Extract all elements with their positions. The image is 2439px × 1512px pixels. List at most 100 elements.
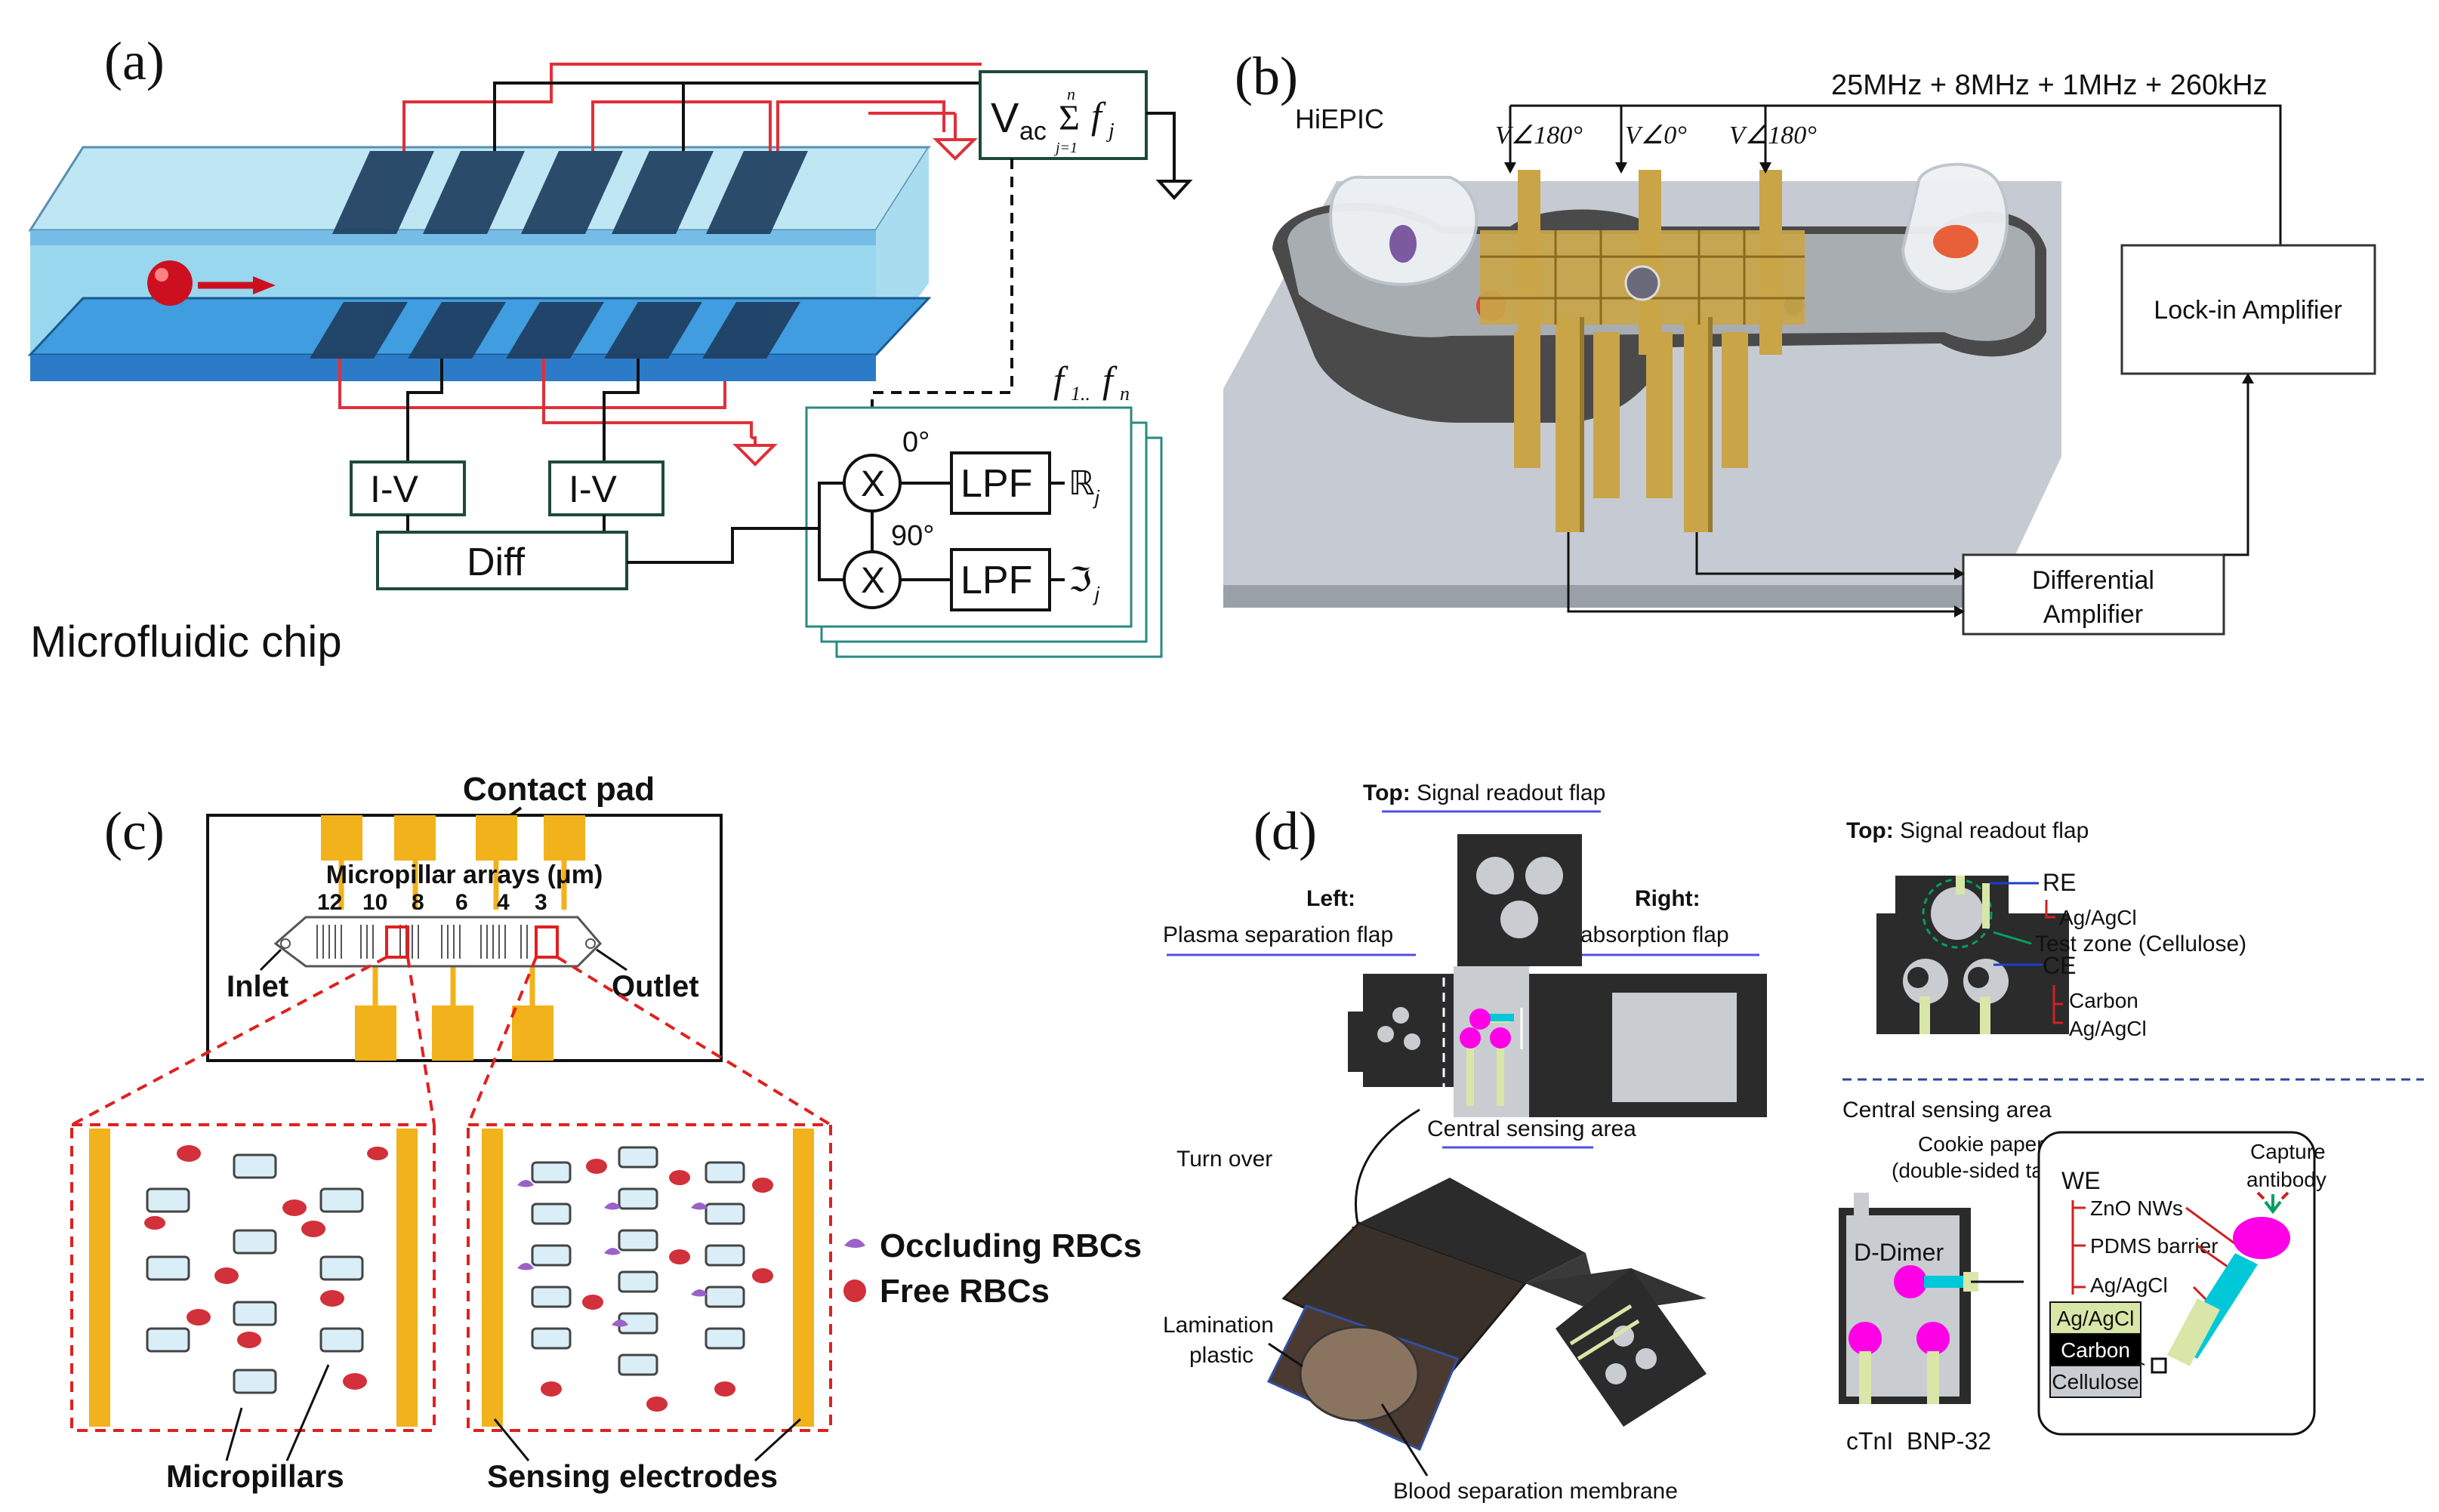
flow-arrow-head bbox=[253, 276, 276, 294]
layer-cellulose bbox=[2049, 1365, 2141, 1398]
capture-label-1: Capture bbox=[2250, 1140, 2326, 1163]
sum-top: n bbox=[1067, 85, 1075, 103]
stack-label-2: f bbox=[1102, 359, 1118, 401]
channel-bottom-edge bbox=[30, 355, 876, 381]
phase-arrowheads bbox=[1504, 162, 1771, 174]
layer-cellulose-label: Cellulose bbox=[2052, 1370, 2138, 1393]
capture-label-2: antibody bbox=[2246, 1168, 2326, 1191]
re-label: RE bbox=[2043, 869, 2076, 896]
we-stem-small bbox=[1488, 1014, 1514, 1021]
ctni-lead bbox=[1859, 1351, 1871, 1404]
test-zone-pointer bbox=[1993, 931, 2032, 945]
ce-label: CE bbox=[2043, 952, 2076, 979]
vac-label: V bbox=[991, 94, 1019, 141]
inlet-pointer bbox=[259, 948, 282, 972]
differential-amplifier-line1: Differential bbox=[2032, 566, 2154, 595]
ddimer-spot bbox=[1894, 1265, 1927, 1298]
bnp-label: BNP-32 bbox=[1907, 1427, 1991, 1455]
test-zone-label: Test zone (Cellulose) bbox=[2035, 932, 2246, 956]
panel-a: (a) bbox=[0, 0, 1193, 679]
ddimer-label: D-Dimer bbox=[1854, 1239, 1944, 1266]
bottom-wires bbox=[338, 359, 757, 453]
ctni-label: cTnI bbox=[1846, 1427, 1893, 1455]
detail-top-label: Top: Signal readout flap bbox=[1846, 818, 2089, 843]
plasma-flap-tab bbox=[1348, 1012, 1363, 1072]
micropillar-arrays-title: Micropillar arrays (μm) bbox=[326, 861, 603, 889]
electrode-right-1 bbox=[396, 1129, 418, 1427]
lpf-re bbox=[950, 451, 1051, 515]
plasma-hole-1 bbox=[1392, 1007, 1409, 1024]
vac-source-box bbox=[979, 70, 1148, 160]
microchannel bbox=[273, 916, 603, 968]
detail-hole-left bbox=[1907, 967, 1929, 988]
outlet-droplet bbox=[1933, 225, 1978, 258]
plasma-hole-3 bbox=[1404, 1033, 1420, 1050]
legend-occluding-label: Occluding RBCs bbox=[880, 1227, 1142, 1264]
blood-separation-membrane bbox=[1299, 1326, 1420, 1422]
frequency-label: 25MHz + 8MHz + 1MHz + 260kHz bbox=[1831, 69, 2268, 101]
pillar-array-hatching bbox=[316, 925, 528, 959]
phase-label-1: V∠180° bbox=[1495, 122, 1583, 149]
gold-leads bbox=[1514, 170, 1782, 532]
left-flap-bold: Left: bbox=[1306, 886, 1355, 911]
electrode-left-2 bbox=[482, 1129, 503, 1427]
turn-over-arrow bbox=[1355, 1108, 1420, 1231]
ddimer-electrode bbox=[1924, 1276, 1971, 1288]
panel-d-diagram: (d) Top: Signal readout flap Left: Plasm… bbox=[1163, 781, 2424, 1504]
ground-symbol-bottom bbox=[732, 444, 778, 467]
stack-label: f bbox=[1053, 359, 1068, 401]
we-bracket bbox=[2071, 1200, 2086, 1295]
top-flap-label: Top: Signal readout flap bbox=[1363, 781, 1605, 805]
bottom-electrodes bbox=[310, 302, 800, 359]
antibody-icon bbox=[2264, 1194, 2282, 1215]
folded-pad-2 bbox=[1636, 1348, 1657, 1369]
size-4: 4 bbox=[497, 890, 510, 915]
left-flap-label: Plasma separation flap bbox=[1163, 922, 1393, 947]
stack-sub: 1.. bbox=[1071, 383, 1090, 405]
antibody-tips bbox=[2256, 1191, 2289, 1200]
we-stem-agagcl bbox=[2167, 1298, 2220, 1366]
gold-lead-shadows bbox=[1580, 317, 1713, 532]
ce-material-2: Ag/AgCl bbox=[2069, 1017, 2147, 1040]
bnp-lead bbox=[1927, 1351, 1939, 1404]
lock-in-amplifier-label: Lock-in Amplifier bbox=[2154, 296, 2342, 325]
pillar-size-labels: 12 10 8 6 4 3 bbox=[317, 890, 547, 915]
detail-hole-right bbox=[1968, 967, 1989, 988]
re-material: Ag/AgCl bbox=[2059, 906, 2137, 929]
micropillars-pointer-1 bbox=[225, 1407, 243, 1461]
right-flap-bold: Right: bbox=[1635, 886, 1701, 911]
folded-flap-top bbox=[1359, 1178, 1586, 1283]
bnp-spot-small bbox=[1490, 1027, 1511, 1049]
signal-readout-flap bbox=[1457, 834, 1582, 966]
folded-pad-1 bbox=[1613, 1326, 1634, 1347]
legend-free-label: Free RBCs bbox=[880, 1273, 1050, 1310]
panel-b-letter: (b) bbox=[1235, 46, 1298, 106]
stack-sub-2: n bbox=[1120, 383, 1130, 405]
layer-agagcl bbox=[2049, 1301, 2141, 1335]
size-10: 10 bbox=[362, 890, 387, 915]
bnp-lead-small bbox=[1497, 1045, 1504, 1106]
particle bbox=[147, 260, 193, 306]
free-rbcs-box1 bbox=[144, 1145, 388, 1390]
micropillars-box2 bbox=[531, 1146, 745, 1376]
sensing-electrodes-label: Sensing electrodes bbox=[487, 1458, 778, 1494]
bnp-spot bbox=[1916, 1322, 1950, 1355]
ddimer-spot-small bbox=[1469, 1009, 1491, 1030]
contact-pad-label: Contact pad bbox=[463, 771, 655, 808]
panel-c-diagram: (c) Contact pad Micropillar arrays (μm) … bbox=[70, 771, 1142, 1494]
electrode-right-2 bbox=[793, 1129, 814, 1427]
vac-sub: ac bbox=[1019, 117, 1047, 146]
panel-a-diagram: (a) bbox=[27, 31, 1193, 667]
agagcl-label: Ag/AgCl bbox=[2090, 1273, 2168, 1297]
panel-d-letter: (d) bbox=[1253, 801, 1317, 861]
folded-pad-3 bbox=[1605, 1363, 1627, 1384]
panel-c-letter: (c) bbox=[104, 801, 165, 861]
iv-2-label: I-V bbox=[569, 468, 618, 510]
size-3: 3 bbox=[535, 890, 547, 915]
size-6: 6 bbox=[455, 890, 468, 915]
we-sensing-spot bbox=[2233, 1217, 2290, 1259]
phase-input-wires bbox=[1509, 104, 2282, 245]
readout-pad-2 bbox=[1525, 857, 1563, 895]
readout-pad-1 bbox=[1476, 857, 1514, 895]
output-imag-sub: j bbox=[1093, 583, 1100, 605]
